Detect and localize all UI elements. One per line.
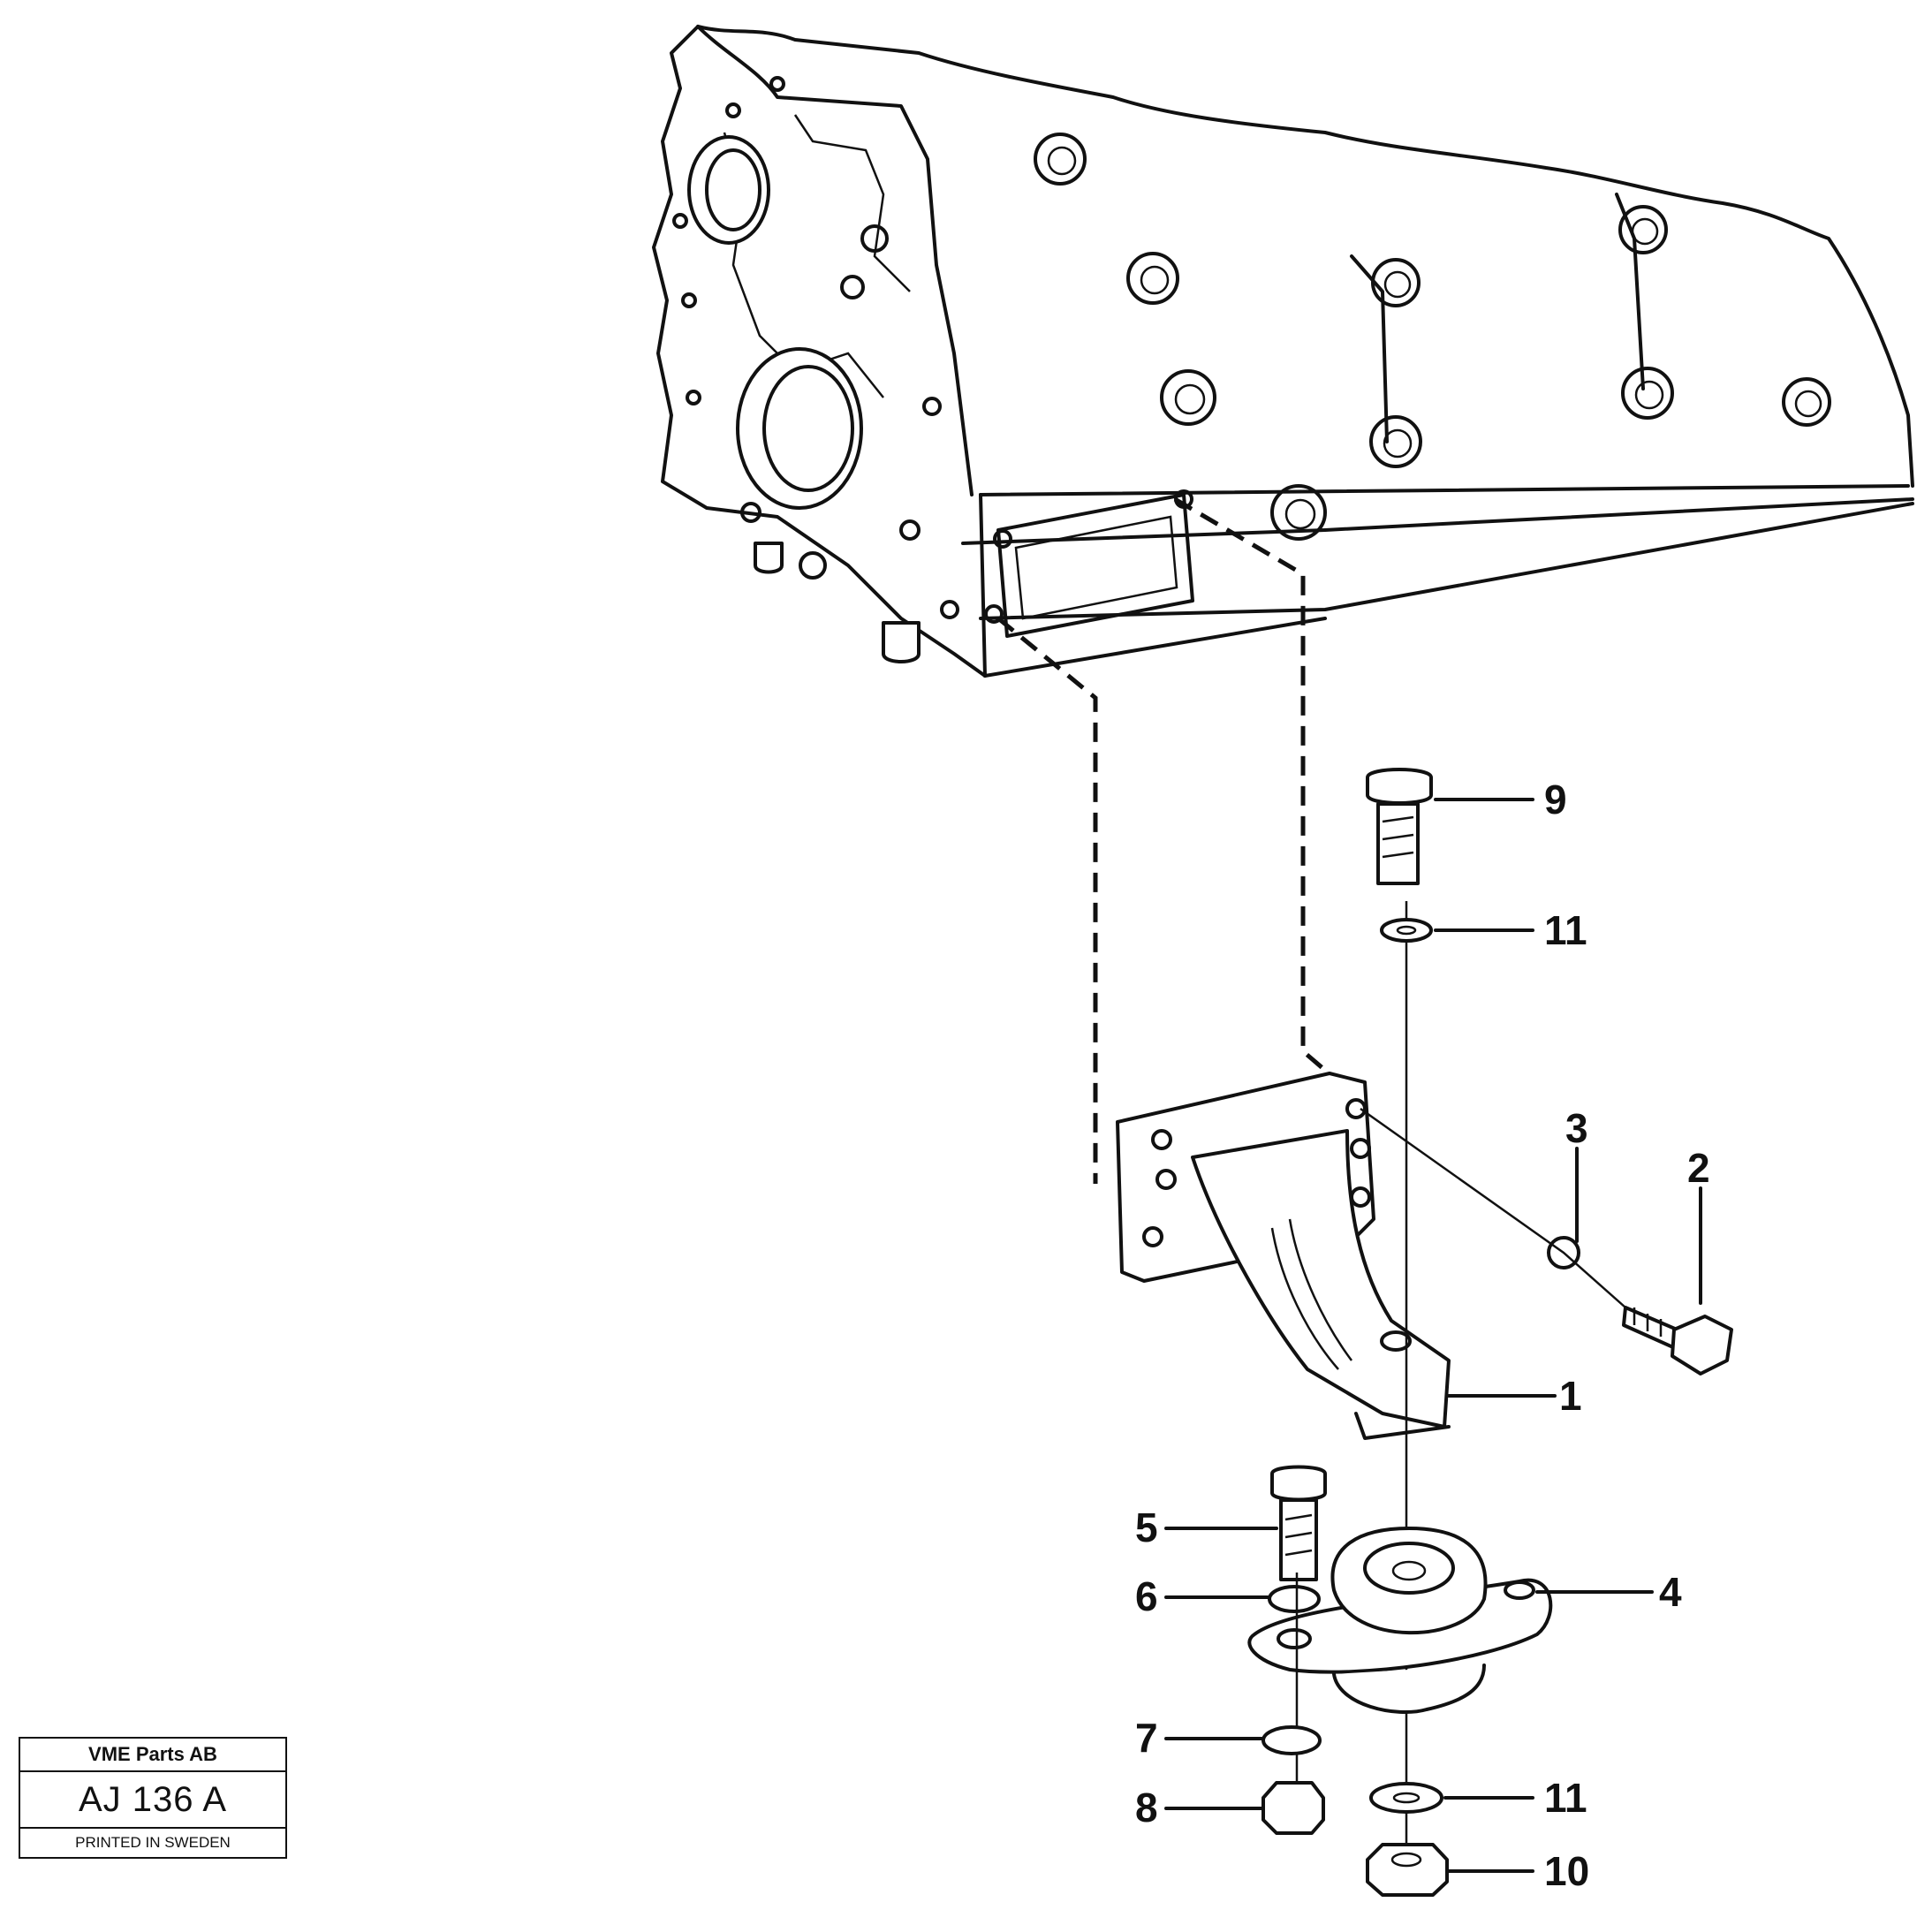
assembly-dashed-lines — [996, 496, 1336, 1184]
bolt-5 — [1270, 1465, 1327, 1581]
callout-11-top: 11 — [1544, 907, 1587, 953]
callout-5: 5 — [1135, 1504, 1158, 1550]
callout-3: 3 — [1565, 1105, 1588, 1151]
engine-block — [652, 25, 1914, 678]
nut-8 — [1261, 1781, 1325, 1835]
nut-10 — [1366, 1843, 1449, 1897]
washer-11-bottom — [1369, 1782, 1443, 1814]
callout-6: 6 — [1135, 1573, 1158, 1619]
bolt-2 — [1622, 1306, 1733, 1376]
rubber-mount — [1247, 1527, 1553, 1714]
title-stamp: VME Parts AB AJ 136 A PRINTED IN SWEDEN — [19, 1737, 287, 1859]
washer-6 — [1268, 1585, 1321, 1613]
callout-1: 1 — [1559, 1373, 1582, 1419]
callout-7: 7 — [1135, 1715, 1158, 1761]
washer-11-top — [1380, 918, 1433, 943]
engine-bracket — [1116, 1072, 1451, 1440]
stamp-company: VME Parts AB — [20, 1739, 285, 1772]
stamp-drawing-code: AJ 136 A — [20, 1772, 285, 1829]
stamp-printed-in: PRINTED IN SWEDEN — [75, 1834, 231, 1851]
callout-leaders — [1164, 798, 1702, 1873]
callout-4: 4 — [1659, 1569, 1682, 1615]
callout-11-bottom: 11 — [1544, 1775, 1587, 1821]
callout-8: 8 — [1135, 1785, 1158, 1830]
callout-9: 9 — [1544, 777, 1567, 822]
callout-10: 10 — [1544, 1848, 1589, 1894]
washer-7 — [1261, 1725, 1322, 1755]
callout-2: 2 — [1687, 1145, 1710, 1191]
bolt-9 — [1366, 768, 1433, 885]
